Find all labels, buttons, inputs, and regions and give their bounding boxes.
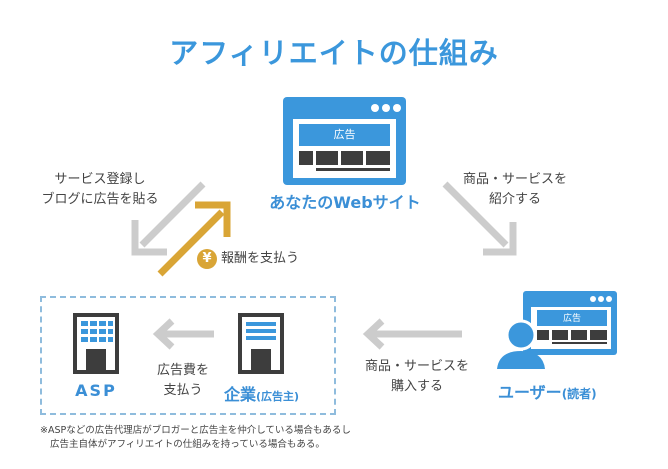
arrow-purchase-left xyxy=(362,318,462,350)
user-label-sub: (読者) xyxy=(561,387,597,401)
yen-coin-icon: ¥ xyxy=(197,249,217,269)
arrow-register-down-left xyxy=(131,181,206,256)
register-text-line2: ブログに広告を貼る xyxy=(41,192,159,207)
company-building-icon xyxy=(238,313,284,374)
company-label: 企業(広告主) xyxy=(224,381,314,405)
user-ad-label: 広告 xyxy=(562,314,581,324)
arrow-reward-up-right xyxy=(157,201,231,277)
reward-text: 報酬を支払う xyxy=(221,251,300,266)
footnote-line1: ※ASPなどの広告代理店がブロガーと広告主を仲介している場合もあるし xyxy=(40,425,351,436)
footnote-line2: 広告主自体がアフィリエイトの仕組みを持っている場合もある。 xyxy=(50,439,325,450)
arrow-fee-left xyxy=(152,318,214,350)
website-label: あなたのWebサイト xyxy=(269,193,421,212)
footnote: ※ASPなどの広告代理店がブロガーと広告主を仲介している場合もあるし 広告主自体… xyxy=(40,424,351,452)
fee-text-line1: 広告費を xyxy=(156,363,209,378)
company-label-main: 企業 xyxy=(224,385,257,404)
purchase-text-line1: 商品・サービスを xyxy=(364,359,469,374)
purchase-text-line2: 購入する xyxy=(390,379,443,394)
purchase-text: 商品・サービスを 購入する xyxy=(352,357,482,397)
asp-label: ASP xyxy=(75,381,117,400)
introduce-text-line2: 紹介する xyxy=(488,192,541,207)
office-building-icon xyxy=(73,313,119,374)
introduce-text: 商品・サービスを 紹介する xyxy=(455,170,575,210)
diagram-title: アフィリエイトの仕組み xyxy=(169,36,499,70)
fee-text-line2: 支払う xyxy=(163,383,203,398)
company-label-sub: (広告主) xyxy=(256,390,300,403)
register-text-line1: サービス登録し xyxy=(54,172,146,187)
yen-symbol: ¥ xyxy=(202,251,212,266)
fee-text: 広告費を 支払う xyxy=(148,361,218,401)
user-label-main: ユーザー xyxy=(498,383,562,402)
user-with-browser-icon xyxy=(497,291,617,369)
arrow-introduce-down-right xyxy=(442,181,517,256)
register-text: サービス登録し ブログに広告を貼る xyxy=(30,170,170,210)
user-label: ユーザー(読者) xyxy=(498,379,628,403)
browser-window-icon xyxy=(283,97,406,185)
introduce-text-line1: 商品・サービスを xyxy=(462,172,567,187)
website-ad-label: 広告 xyxy=(333,128,356,141)
advertiser-group-box xyxy=(40,296,336,415)
